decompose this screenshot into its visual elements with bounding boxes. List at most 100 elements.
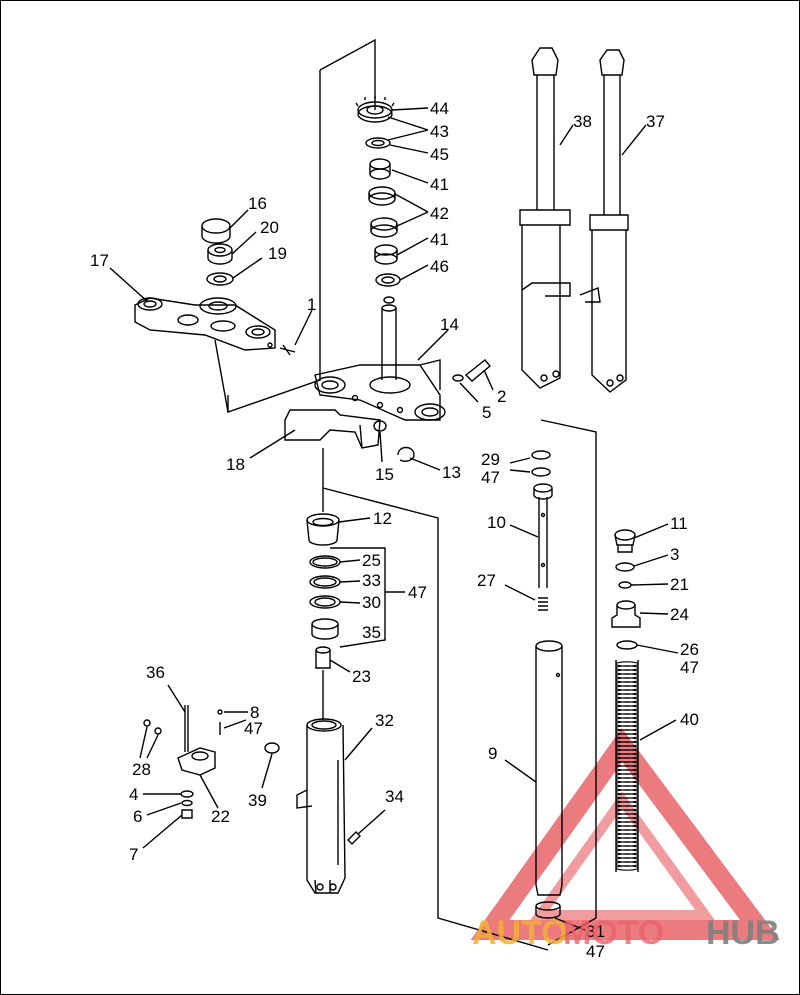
callout-33: 33 (362, 571, 381, 590)
callout-44: 44 (430, 99, 449, 118)
callout-7: 7 (129, 845, 138, 864)
callout-26: 26 (680, 640, 699, 659)
part-18-bracket (284, 409, 381, 449)
part-8-bolt-a (217, 709, 223, 715)
callout-4: 4 (129, 785, 138, 804)
part-19-washer (206, 272, 234, 286)
part-16-cap (201, 218, 231, 244)
callout-37: 37 (646, 112, 665, 131)
callout-47-d: 47 (244, 719, 263, 738)
part-1-screw (279, 344, 296, 356)
spring-coils (615, 661, 639, 871)
callout-39: 39 (248, 791, 267, 810)
part-27-spring (538, 597, 548, 611)
callout-47-c: 47 (408, 583, 427, 602)
callout-12: 12 (373, 509, 392, 528)
watermark-auto: AUTO (472, 914, 568, 952)
callout-47-e: 47 (586, 942, 605, 961)
callout-16: 16 (248, 194, 267, 213)
callout-41-lower: 41 (430, 230, 449, 249)
callout-25: 25 (362, 551, 381, 570)
part-12-bushing (306, 513, 340, 546)
callout-24: 24 (670, 605, 689, 624)
callout-35: 35 (362, 623, 381, 642)
watermark-moto: MOTO (563, 914, 664, 952)
callout-41-upper: 41 (430, 175, 449, 194)
part-39-plug (264, 742, 280, 754)
part-28-screw-b (154, 727, 162, 735)
part-29-ring (531, 450, 551, 460)
callout-3: 3 (670, 545, 679, 564)
callout-27: 27 (477, 571, 496, 590)
callout-31: 31 (586, 922, 605, 941)
part-35-bushing (311, 618, 339, 640)
part-2-bolt (464, 359, 491, 382)
callout-40: 40 (680, 710, 699, 729)
part-11-cap-bolt (614, 529, 636, 553)
parts-drawing (109, 38, 679, 951)
callout-47-b: 47 (680, 658, 699, 677)
callout-2: 2 (497, 387, 506, 406)
part-32-fork-slider (296, 718, 346, 894)
callout-17: 17 (90, 251, 109, 270)
callout-8: 8 (250, 703, 259, 722)
part-41-bearing-upper (369, 158, 391, 180)
callout-14: 14 (440, 315, 459, 334)
part-41-bearing-lower (374, 244, 398, 265)
callout-43: 43 (430, 122, 449, 141)
callout-5: 5 (482, 403, 491, 422)
watermark-text: AUTO MOTO HUB (472, 914, 780, 952)
part-42-race-lower (370, 217, 398, 238)
callout-45: 45 (430, 145, 449, 164)
callout-13: 13 (442, 463, 461, 482)
part-34-bolt (347, 831, 361, 845)
callout-19: 19 (268, 244, 287, 263)
callout-29: 29 (481, 450, 500, 469)
callout-47-a: 47 (481, 468, 500, 487)
callout-18: 18 (226, 455, 245, 474)
part-20-nut (207, 243, 233, 265)
callout-1: 1 (307, 295, 316, 314)
part-15-grommet (373, 420, 387, 432)
part-17-upper-clamp (134, 297, 276, 351)
part-38-fork-tube (519, 47, 571, 389)
watermark-hub: HUB (706, 914, 780, 952)
callout-9: 9 (488, 744, 497, 763)
callout-36: 36 (146, 663, 165, 682)
callout-32: 32 (375, 711, 394, 730)
callout-labels: 44 43 45 41 42 41 46 38 37 16 20 19 17 1… (90, 99, 699, 961)
part-22-axle-clamp (177, 747, 216, 776)
part-14-lower-clamp (314, 296, 446, 421)
part-24-fork-cap (611, 600, 641, 628)
part-9-inner-tube (535, 640, 563, 896)
callout-30: 30 (362, 593, 381, 612)
callout-38: 38 (573, 112, 592, 131)
callout-46: 46 (430, 257, 449, 276)
callout-10: 10 (487, 513, 506, 532)
callout-28: 28 (132, 760, 151, 779)
callout-42: 42 (430, 204, 449, 223)
part-10-damper-rod (533, 483, 553, 588)
callout-20: 20 (260, 218, 279, 237)
callout-15: 15 (375, 465, 394, 484)
part-37-fork-tube (579, 49, 629, 393)
part-31-bushing (535, 901, 561, 919)
part-47-ring-a (531, 467, 551, 477)
part-13-clip (397, 446, 415, 462)
part-28-screw-a (143, 719, 151, 727)
callout-6: 6 (133, 807, 142, 826)
callout-11: 11 (670, 514, 688, 533)
callout-21: 21 (670, 575, 689, 594)
spring-coil (615, 865, 639, 871)
watermark-logo (470, 728, 780, 940)
callout-22: 22 (211, 807, 230, 826)
part-5-washer (452, 374, 464, 382)
part-3-washer (615, 562, 635, 572)
callout-23: 23 (352, 667, 371, 686)
part-6-washer (181, 799, 193, 807)
part-23-piston (315, 646, 331, 669)
part-45-washer (365, 137, 391, 149)
